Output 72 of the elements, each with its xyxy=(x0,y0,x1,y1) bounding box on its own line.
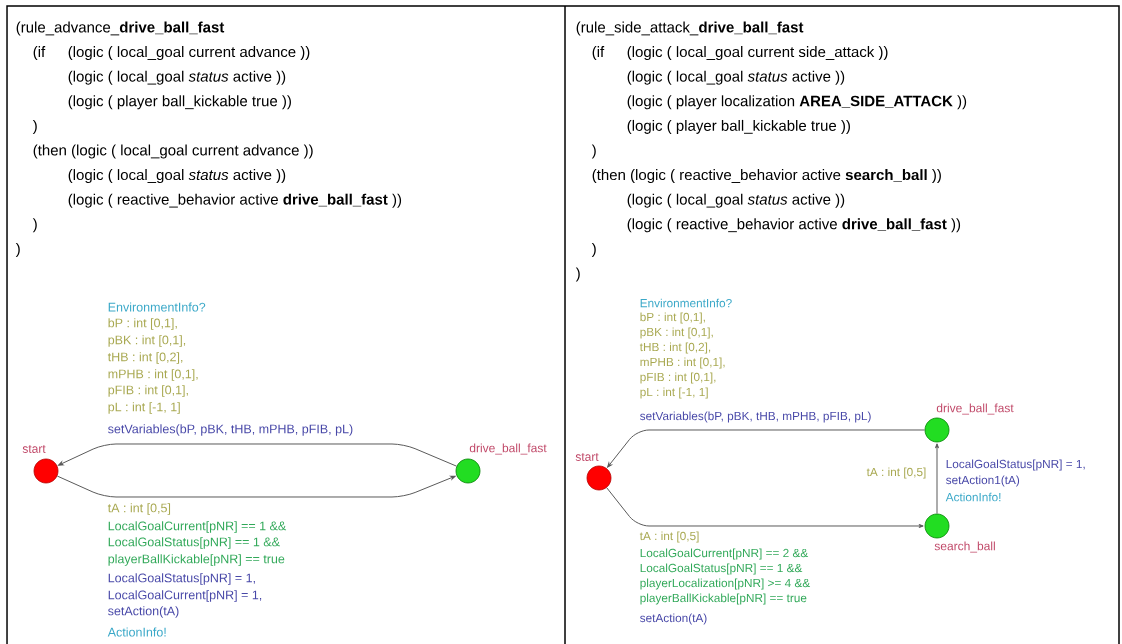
code-line: (logic ( local_goal status active )) xyxy=(68,70,286,85)
code-line: ) xyxy=(575,267,580,282)
transition-annotation: setAction(tA) xyxy=(640,613,707,625)
state-name: drive_ball_fast xyxy=(469,443,547,455)
state-name: start xyxy=(22,445,46,453)
code-line: ) xyxy=(591,242,596,257)
state-circle xyxy=(924,513,950,539)
transition-annotation: playerBallKickable[pNR] == true xyxy=(108,554,285,566)
transition-annotation: EnvironmentInfo? xyxy=(108,302,206,312)
code-line: (logic ( local_goal status active )) xyxy=(68,169,286,184)
transition-annotation: bP : int [0,1], xyxy=(108,318,177,330)
code-line: ) xyxy=(32,119,37,134)
transition-annotation: LocalGoalCurrent[pNR] = 1, xyxy=(108,590,262,602)
transition-annotation: ActionInfo! xyxy=(107,627,166,637)
transition-arrow xyxy=(935,443,939,515)
transition-annotation: tHB : int [0,2], xyxy=(639,342,711,354)
transition-annotation: playerBallKickable[pNR] == true xyxy=(640,593,807,605)
code-line: (logic ( reactive_behavior active drive_ball_fast )) xyxy=(68,193,402,208)
code-line: (logic ( local_goal status active )) xyxy=(627,193,845,208)
state-circle xyxy=(586,465,612,491)
transition-annotation: mPHB : int [0,1], xyxy=(640,357,725,369)
code-line: (logic ( local_goal status active )) xyxy=(627,70,845,85)
code-line: (if xyxy=(33,46,46,61)
code-line: (rule_advance_drive_ball_fast xyxy=(16,21,225,36)
transition-annotation: tHB : int [0,2], xyxy=(107,352,183,364)
code-line: (logic ( local_goal current side_attack )) xyxy=(627,46,888,61)
transition-annotation: ActionInfo! xyxy=(945,492,1001,502)
transition-annotation: playerLocalization[pNR] >= 4 && xyxy=(640,578,811,590)
transition-annotation: LocalGoalStatus[pNR] == 1 && xyxy=(108,537,280,549)
code-line: (then (logic ( local_goal current advance )) xyxy=(33,144,313,159)
transition-annotation: tA : int [0,5] xyxy=(639,531,699,543)
transition-annotation: pBK : int [0,1], xyxy=(108,335,186,347)
transition-annotation: tA : int [0,5] xyxy=(107,503,171,515)
code-line: ) xyxy=(591,144,596,159)
state-name: drive_ball_fast xyxy=(936,403,1014,415)
transition-annotation: pL : int [-1, 1] xyxy=(108,402,180,414)
state-circle xyxy=(33,458,59,484)
code-line: ) xyxy=(15,242,20,257)
transition-annotation: pBK : int [0,1], xyxy=(640,327,713,339)
transition-annotation: LocalGoalStatus[pNR] = 1, xyxy=(946,459,1085,471)
transition-annotation: LocalGoalCurrent[pNR] == 2 && xyxy=(640,548,809,560)
transition-annotation: setAction(tA) xyxy=(108,606,179,618)
state-circle xyxy=(924,417,950,443)
transition-annotation: LocalGoalCurrent[pNR] == 1 && xyxy=(108,521,287,533)
code-line: ) xyxy=(32,218,37,233)
transition-annotation: tA : int [0,5] xyxy=(866,467,926,479)
transition-arrow xyxy=(606,487,924,528)
transition-annotation: LocalGoalStatus[pNR] == 1 && xyxy=(640,563,803,575)
transition-annotation: EnvironmentInfo? xyxy=(640,298,732,308)
code-line: (logic ( player ball_kickable true )) xyxy=(627,119,850,134)
transition-annotation: LocalGoalStatus[pNR] = 1, xyxy=(108,573,255,585)
transition-annotation: mPHB : int [0,1], xyxy=(108,369,198,381)
transition-annotation: pFIB : int [0,1], xyxy=(640,372,716,384)
code-line: (logic ( local_goal current advance )) xyxy=(68,46,310,61)
transition-arrow xyxy=(607,429,926,468)
transition-arrow xyxy=(56,475,456,498)
state-circle xyxy=(455,458,481,484)
code-line: (logic ( player localization AREA_SIDE_ATTACK )) xyxy=(627,95,967,110)
code-line: (rule_side_attack_drive_ball_fast xyxy=(576,21,804,36)
transition-annotation: bP : int [0,1], xyxy=(640,312,705,324)
transition-annotation: setVariables(bP, pBK, tHB, mPHB, pFIB, pL) xyxy=(108,424,353,436)
transition-annotation: pL : int [-1, 1] xyxy=(640,387,708,399)
code-line: (then (logic ( reactive_behavior active search_ball )) xyxy=(592,169,941,184)
transition-annotation: setVariables(bP, pBK, tHB, mPHB, pFIB, pL) xyxy=(640,411,871,423)
transition-annotation: setAction1(tA) xyxy=(946,475,1020,487)
state-name: search_ball xyxy=(934,541,995,553)
code-line: (logic ( player ball_kickable true )) xyxy=(68,95,291,110)
state-name: start xyxy=(575,453,599,461)
transition-arrow xyxy=(58,443,458,467)
code-line: (if xyxy=(592,46,605,61)
code-line: (logic ( reactive_behavior active drive_ball_fast )) xyxy=(627,218,961,233)
transition-annotation: pFIB : int [0,1], xyxy=(108,385,188,397)
